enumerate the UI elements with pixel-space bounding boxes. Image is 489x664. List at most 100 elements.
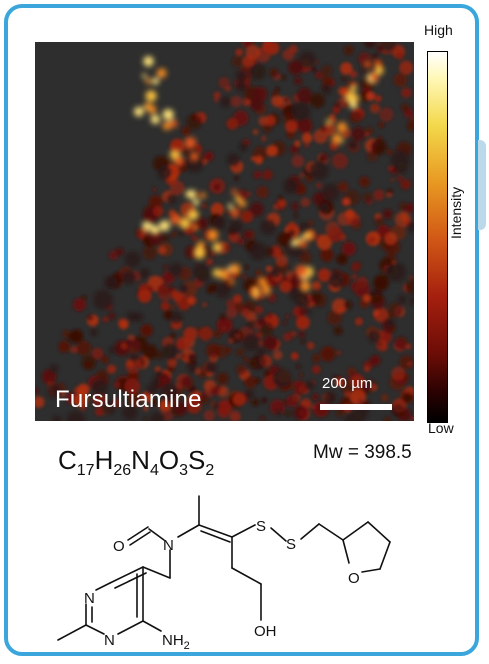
tissue-speck bbox=[328, 113, 336, 121]
tissue-speck bbox=[253, 58, 258, 63]
tissue-void bbox=[309, 161, 329, 181]
atom-ring-oxygen: O bbox=[348, 570, 360, 587]
tissue-speck bbox=[235, 48, 243, 56]
tissue-speck bbox=[291, 154, 304, 168]
tissue-void bbox=[139, 267, 151, 279]
colorbar bbox=[427, 51, 448, 423]
tissue-speck bbox=[203, 409, 215, 421]
tissue-void bbox=[108, 346, 117, 354]
hotspot bbox=[212, 268, 222, 278]
tissue-speck bbox=[108, 312, 116, 320]
tissue-speck bbox=[202, 302, 208, 308]
hotspot bbox=[238, 199, 247, 208]
scale-bar-label: 200 µm bbox=[322, 375, 373, 392]
tissue-speck bbox=[366, 91, 376, 101]
tissue-speck bbox=[343, 45, 354, 56]
tissue-speck bbox=[390, 178, 395, 182]
tissue-speck bbox=[344, 101, 350, 107]
formula-oxygen: O bbox=[158, 445, 180, 475]
tissue-speck bbox=[351, 274, 358, 280]
tissue-speck bbox=[293, 213, 299, 218]
tissue-speck bbox=[370, 384, 378, 391]
tissue-speck bbox=[362, 192, 373, 203]
tissue-speck bbox=[287, 221, 297, 231]
tissue-speck bbox=[320, 248, 334, 262]
hotspot bbox=[349, 100, 358, 109]
tissue-speck bbox=[382, 209, 393, 220]
tissue-speck bbox=[102, 316, 109, 323]
atom-ring-nitrogen-2: N bbox=[104, 632, 115, 649]
tissue-speck bbox=[261, 42, 274, 53]
tissue-speck bbox=[167, 358, 177, 368]
tissue-speck bbox=[138, 232, 146, 240]
tissue-speck bbox=[73, 298, 86, 312]
tissue-speck bbox=[254, 155, 263, 165]
tissue-speck bbox=[143, 405, 149, 411]
frame-side-tab bbox=[478, 140, 486, 230]
tissue-speck bbox=[300, 197, 310, 207]
tissue-void bbox=[244, 389, 255, 400]
tissue-void bbox=[348, 140, 358, 151]
hotspot bbox=[336, 122, 348, 133]
tissue-speck bbox=[150, 398, 158, 407]
tissue-speck bbox=[224, 244, 231, 251]
tissue-speck bbox=[81, 355, 97, 370]
hotspot bbox=[193, 246, 206, 259]
tissue-speck bbox=[91, 347, 104, 360]
tissue-speck bbox=[399, 60, 414, 75]
tissue-speck bbox=[152, 206, 164, 217]
tissue-speck bbox=[217, 403, 225, 410]
tissue-speck bbox=[73, 392, 89, 408]
tissue-speck bbox=[409, 275, 414, 280]
tissue-speck bbox=[249, 202, 264, 217]
tissue-speck bbox=[332, 153, 348, 169]
tissue-void bbox=[328, 272, 345, 289]
tissue-speck bbox=[294, 140, 301, 147]
hotspot bbox=[262, 287, 271, 296]
hotspot bbox=[192, 224, 199, 231]
tissue-speck bbox=[163, 264, 169, 270]
tissue-speck bbox=[280, 74, 287, 80]
tissue-speck bbox=[297, 330, 306, 339]
tissue-void bbox=[406, 221, 414, 232]
tissue-speck bbox=[391, 403, 405, 418]
tissue-void bbox=[219, 96, 232, 108]
tissue-speck bbox=[152, 187, 157, 192]
hotspot bbox=[332, 133, 341, 142]
tissue-speck bbox=[301, 339, 306, 344]
hotspot bbox=[192, 199, 200, 206]
tissue-speck bbox=[181, 126, 191, 136]
tissue-void bbox=[91, 379, 108, 396]
tissue-speck bbox=[244, 265, 249, 270]
hotspot bbox=[228, 279, 235, 285]
tissue-speck bbox=[35, 387, 39, 395]
tissue-speck bbox=[345, 209, 355, 219]
tissue-speck bbox=[245, 44, 261, 60]
tissue-speck bbox=[195, 217, 208, 230]
tissue-speck bbox=[340, 62, 353, 75]
hotspot bbox=[295, 265, 308, 278]
tissue-void bbox=[157, 165, 172, 180]
tissue-speck bbox=[231, 56, 243, 68]
tissue-speck bbox=[170, 304, 176, 310]
hotspot bbox=[169, 119, 178, 128]
tissue-speck bbox=[278, 104, 284, 110]
tissue-speck bbox=[371, 139, 387, 155]
tissue-void bbox=[298, 51, 316, 69]
tissue-speck bbox=[253, 170, 262, 179]
tissue-speck bbox=[342, 197, 351, 206]
tissue-speck bbox=[312, 281, 321, 290]
hotspot bbox=[304, 231, 313, 240]
hotspot bbox=[145, 102, 152, 109]
tissue-void bbox=[213, 402, 220, 410]
tissue-speck bbox=[291, 331, 297, 337]
tissue-speck bbox=[81, 406, 86, 411]
tissue-void bbox=[275, 409, 282, 416]
tissue-void bbox=[154, 369, 164, 379]
hotspot bbox=[229, 263, 241, 275]
tissue-void bbox=[238, 142, 248, 152]
tissue-speck bbox=[250, 97, 264, 111]
scale-bar bbox=[320, 404, 392, 410]
amino-subscript: 2 bbox=[184, 640, 190, 652]
hotspot bbox=[179, 218, 191, 230]
